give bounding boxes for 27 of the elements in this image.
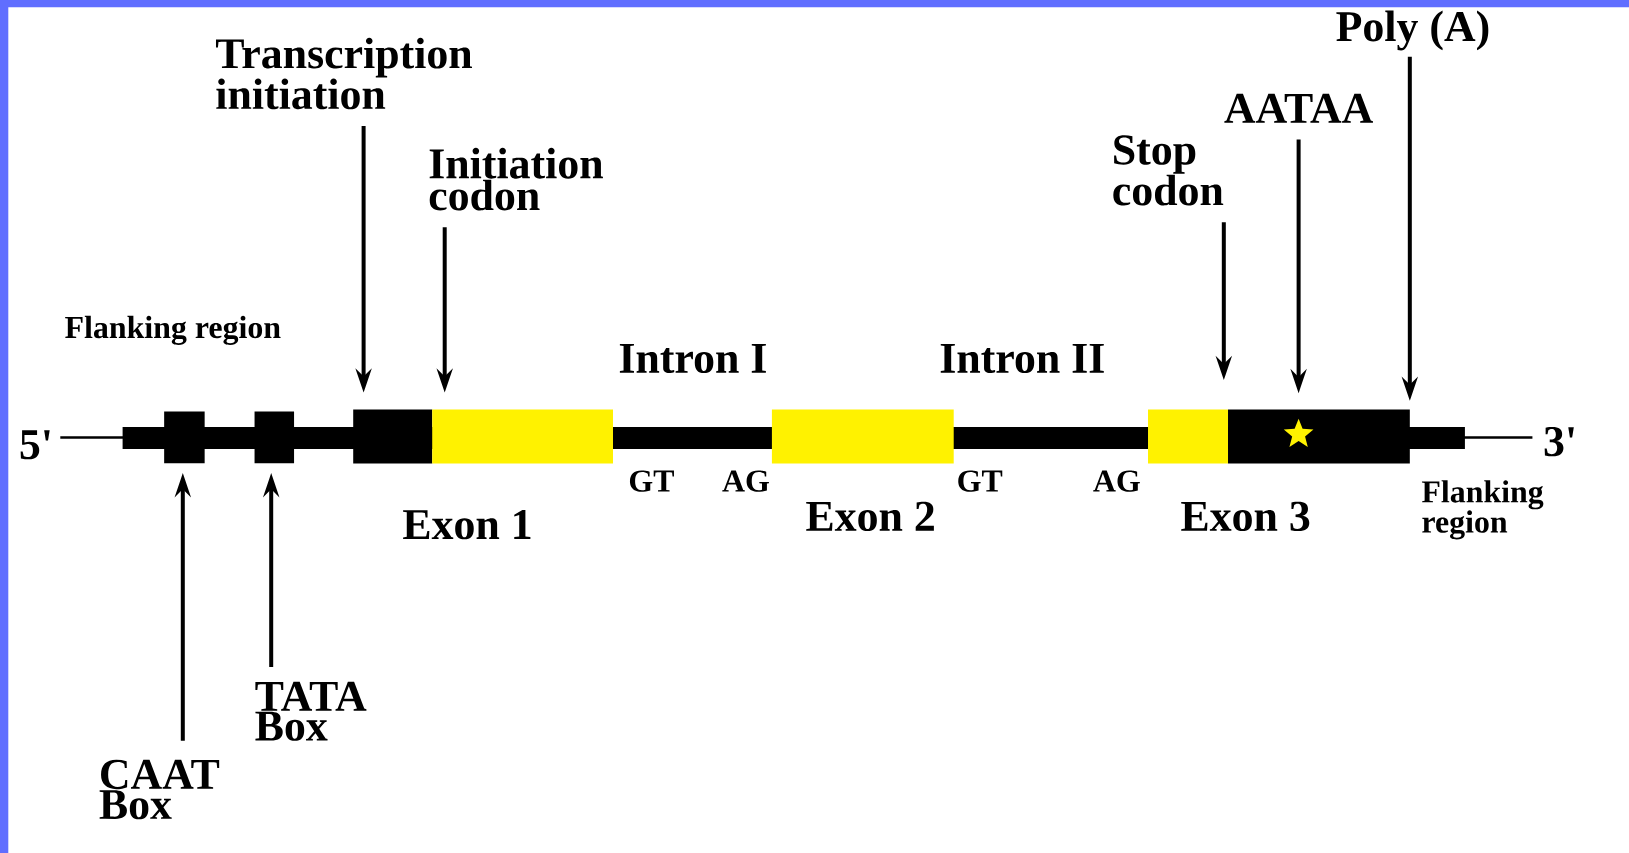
region-label: Intron I	[619, 343, 766, 374]
callout-label: Transcription initiation	[216, 37, 472, 110]
region-label: GT	[958, 470, 1003, 492]
region-label: Flanking region	[1421, 480, 1544, 540]
exon-block	[1228, 409, 1410, 464]
exon-block	[432, 409, 613, 464]
callout-label: CAAT Box	[99, 759, 220, 820]
star-mark	[1283, 418, 1314, 447]
callout-label: AATAA	[1224, 93, 1373, 123]
gene-box	[254, 411, 295, 464]
exon-block	[1148, 409, 1228, 464]
region-label: Exon 1	[403, 510, 531, 540]
region-label: GT	[629, 470, 674, 492]
region-label: AG	[1093, 470, 1140, 492]
region-label: Flanking region	[65, 315, 281, 345]
callout-label: Stop codon	[1113, 135, 1224, 206]
callout-label: Initiation codon	[429, 147, 603, 211]
region-label: Intron II	[940, 343, 1104, 374]
exon-block	[771, 409, 954, 464]
gene-box	[164, 411, 205, 464]
callout-label: Poly (A)	[1336, 10, 1489, 51]
region-label: 5'	[20, 430, 50, 460]
region-label: Exon 3	[1181, 501, 1310, 532]
region-label: 3'	[1544, 426, 1574, 457]
exon-block	[353, 409, 433, 464]
callout-label: TATA Box	[255, 681, 367, 741]
region-label: AG	[722, 470, 769, 492]
